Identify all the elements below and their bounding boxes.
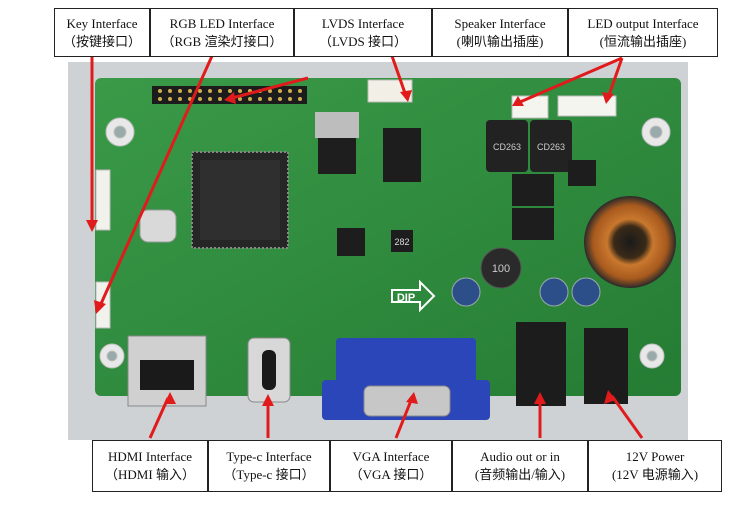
label-audio-zh: (音频输出/输入) [474,467,566,482]
arrow-rgb-1 [98,55,214,307]
dip-marker: DIP [391,279,436,313]
label-speaker-en: Speaker Interface [454,15,546,31]
label-speaker-zh: (喇叭输出插座) [456,33,544,49]
arrow-hdmi [148,397,170,439]
label-typec-zh: （Type-c 接口） [223,467,315,482]
arrow-speaker [519,56,623,104]
label-lvds-interface: LVDS Interface （LVDS 接口） [294,8,432,57]
mosfet-1 [512,174,554,206]
mosfet-3 [568,160,596,186]
main-chip [191,151,289,249]
label-audio-interface: Audio out or in (音频输出/输入) [452,440,588,492]
label-vga-zh: （VGA 接口） [349,467,433,482]
arrowheads [86,90,616,406]
label-typec-en: Type-c Interface [226,449,312,464]
label-hdmi-zh: （HDMI 输入） [105,467,195,482]
cap-right-mark: CD263 [537,142,565,152]
label-led-zh: (恒流输出插座) [599,33,687,49]
label-led-interface: LED output Interface (恒流输出插座) [568,8,718,57]
label-lvds-zh: （LVDS 接口） [318,33,407,49]
small-ic-mark: 282 [394,237,409,247]
label-rgb-en: RGB LED Interface [169,15,275,31]
rgb-header [152,86,307,104]
voltage-regulator [315,112,359,174]
arrow-power [610,395,644,439]
hdmi-port [127,335,207,407]
label-rgb-interface: RGB LED Interface （RGB 渲染灯接口） [150,8,294,57]
cap-left-mark: CD263 [493,142,521,152]
top-capacitors: CD263 CD263 [486,120,572,172]
label-typec-interface: Type-c Interface （Type-c 接口） [208,440,330,492]
label-rgb-zh: （RGB 渲染灯接口） [161,33,283,49]
small-ic [391,230,413,252]
label-hdmi-en: HDMI Interface [107,449,193,464]
label-hdmi-interface: HDMI Interface （HDMI 输入） [92,440,208,492]
dip-text: DIP [397,292,415,304]
key-connector [95,169,111,231]
crystal [139,209,177,243]
mounting-holes [99,117,671,369]
typec-port [247,337,291,403]
audio-jack [516,322,566,406]
arrow-led [606,57,624,99]
small-inductor-mark: 100 [492,263,510,275]
led-connector [557,95,617,117]
mid-chip [383,128,421,182]
label-audio-en: Audio out or in [480,449,560,464]
label-power-en: 12V Power [625,449,685,464]
label-power-zh: (12V 电源输入) [611,467,699,482]
small-chip [337,228,365,256]
label-key-interface: Key Interface （按键接口） [54,8,150,57]
mosfet-2 [512,208,554,240]
electrolytic-caps [451,277,601,307]
arrow-lvds [390,55,408,97]
arrow-vga [394,397,414,439]
label-led-en: LED output Interface [587,15,699,31]
label-key-zh: （按键接口） [62,33,141,49]
label-vga-interface: VGA Interface （VGA 接口） [330,440,452,492]
label-vga-en: VGA Interface [352,449,430,464]
vga-port [322,338,490,420]
label-speaker-interface: Speaker Interface (喇叭输出插座) [432,8,568,57]
power-jack [584,328,628,404]
label-lvds-en: LVDS Interface [321,15,405,31]
label-key-en: Key Interface [66,15,138,31]
label-power-interface: 12V Power (12V 电源输入) [588,440,722,492]
toroid-inductor [584,196,676,288]
arrow-rgb-2 [231,76,309,100]
pointer-arrows [90,55,644,439]
small-inductor [480,247,522,289]
